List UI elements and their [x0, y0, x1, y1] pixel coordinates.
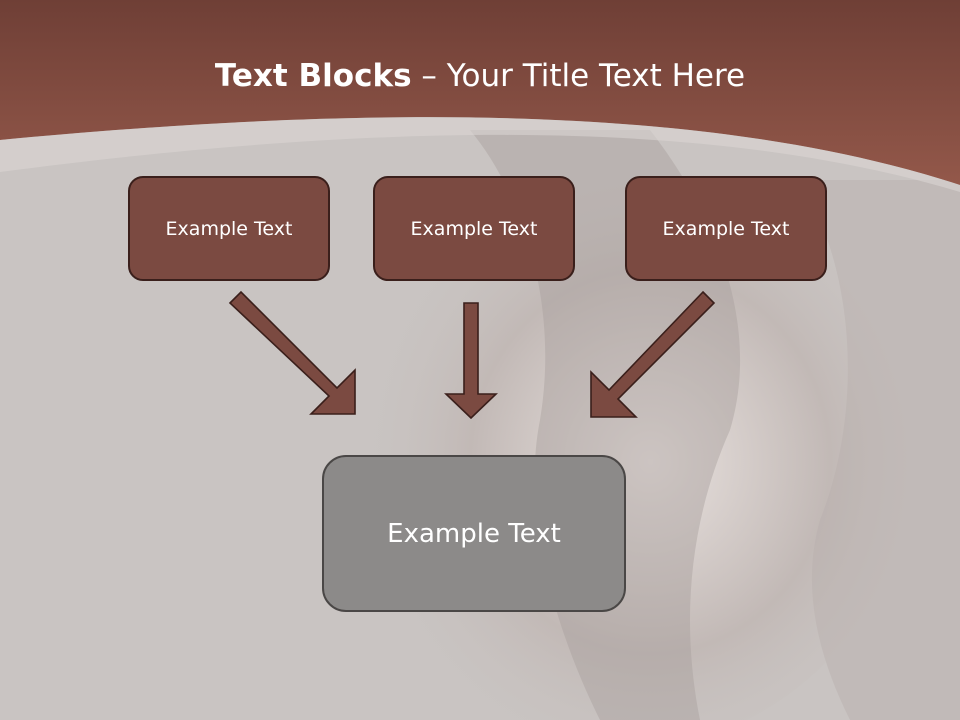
slide-title: Text Blocks – Your Title Text Here [0, 56, 960, 96]
text-block-center[interactable]: Example Text [373, 176, 575, 281]
text-block-result[interactable]: Example Text [322, 455, 626, 612]
text-block-result-label: Example Text [387, 518, 561, 549]
title-bold: Text Blocks [214, 58, 412, 94]
text-block-left[interactable]: Example Text [128, 176, 330, 281]
text-block-left-label: Example Text [165, 217, 293, 240]
text-block-center-label: Example Text [410, 217, 538, 240]
title-rest: – Your Title Text Here [411, 58, 746, 94]
arm-shape [800, 180, 960, 720]
header-band [0, 0, 960, 185]
text-block-right[interactable]: Example Text [625, 176, 827, 281]
header-swoosh [0, 117, 960, 192]
text-block-right-label: Example Text [662, 217, 790, 240]
